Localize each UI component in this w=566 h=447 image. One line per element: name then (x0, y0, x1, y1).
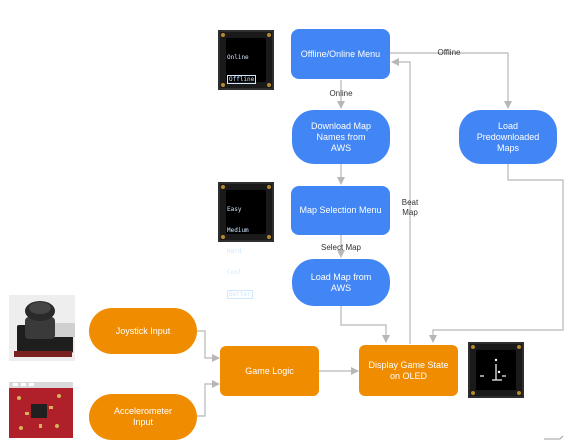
node-accelerometer-input: Accelerometer Input (89, 394, 197, 440)
oled-online-offline-screen: Online Offline (218, 30, 274, 90)
arrow-joystick-to-gamelogic (197, 330, 220, 362)
arrow-accel-to-gamelogic (197, 380, 220, 417)
edge-label-online: Online (329, 89, 353, 98)
oled-menu2-text: Easy Medium Hard Cool Better (227, 192, 253, 313)
node-map-selection-menu: Map Selection Menu (291, 186, 390, 235)
node-offline-online-menu: Offline/Online Menu (291, 29, 390, 79)
node-game-logic: Game Logic (220, 346, 319, 396)
arrow-display-to-menu-beatmap (391, 58, 411, 344)
edge-label-beat-map: Beat Map (401, 198, 419, 217)
edge-label-select-map: Select Map (320, 243, 362, 252)
oled-menu2-item-cool: Cool (227, 269, 242, 276)
node-download-map-names: Download Map Names from AWS (292, 110, 390, 164)
oled-menu2-item-easy: Easy (227, 206, 242, 213)
oled-menu1-text: Online Offline (227, 40, 257, 98)
oled-game-screen (468, 342, 524, 398)
oled-difficulty-screen: Easy Medium Hard Cool Better (218, 182, 274, 299)
node-load-predownloaded-maps: Load Predownloaded Maps (459, 110, 557, 164)
joystick-photo (9, 295, 75, 361)
oled-menu1-item-offline-selected: Offline (227, 75, 257, 84)
arrow-predownloaded-to-display (429, 164, 564, 343)
node-load-map-from-aws: Load Map from AWS (292, 259, 390, 306)
accelerometer-board-photo (9, 382, 73, 438)
node-display-game-state: Display Game State on OLED (359, 345, 458, 396)
oled-menu2-item-medium: Medium (227, 227, 249, 234)
oled-menu2-item-hard: Hard (227, 248, 242, 255)
page-corner-mark (544, 435, 564, 440)
maze-graphic (480, 358, 506, 381)
node-joystick-input: Joystick Input (89, 308, 197, 354)
arrow-menu-to-predownloaded (390, 52, 512, 109)
arrow-loadmap-to-display (340, 306, 390, 343)
oled-menu2-item-better-selected: Better (227, 290, 253, 299)
oled-menu1-item-online: Online (227, 54, 249, 61)
edge-label-offline: Offline (437, 48, 461, 57)
